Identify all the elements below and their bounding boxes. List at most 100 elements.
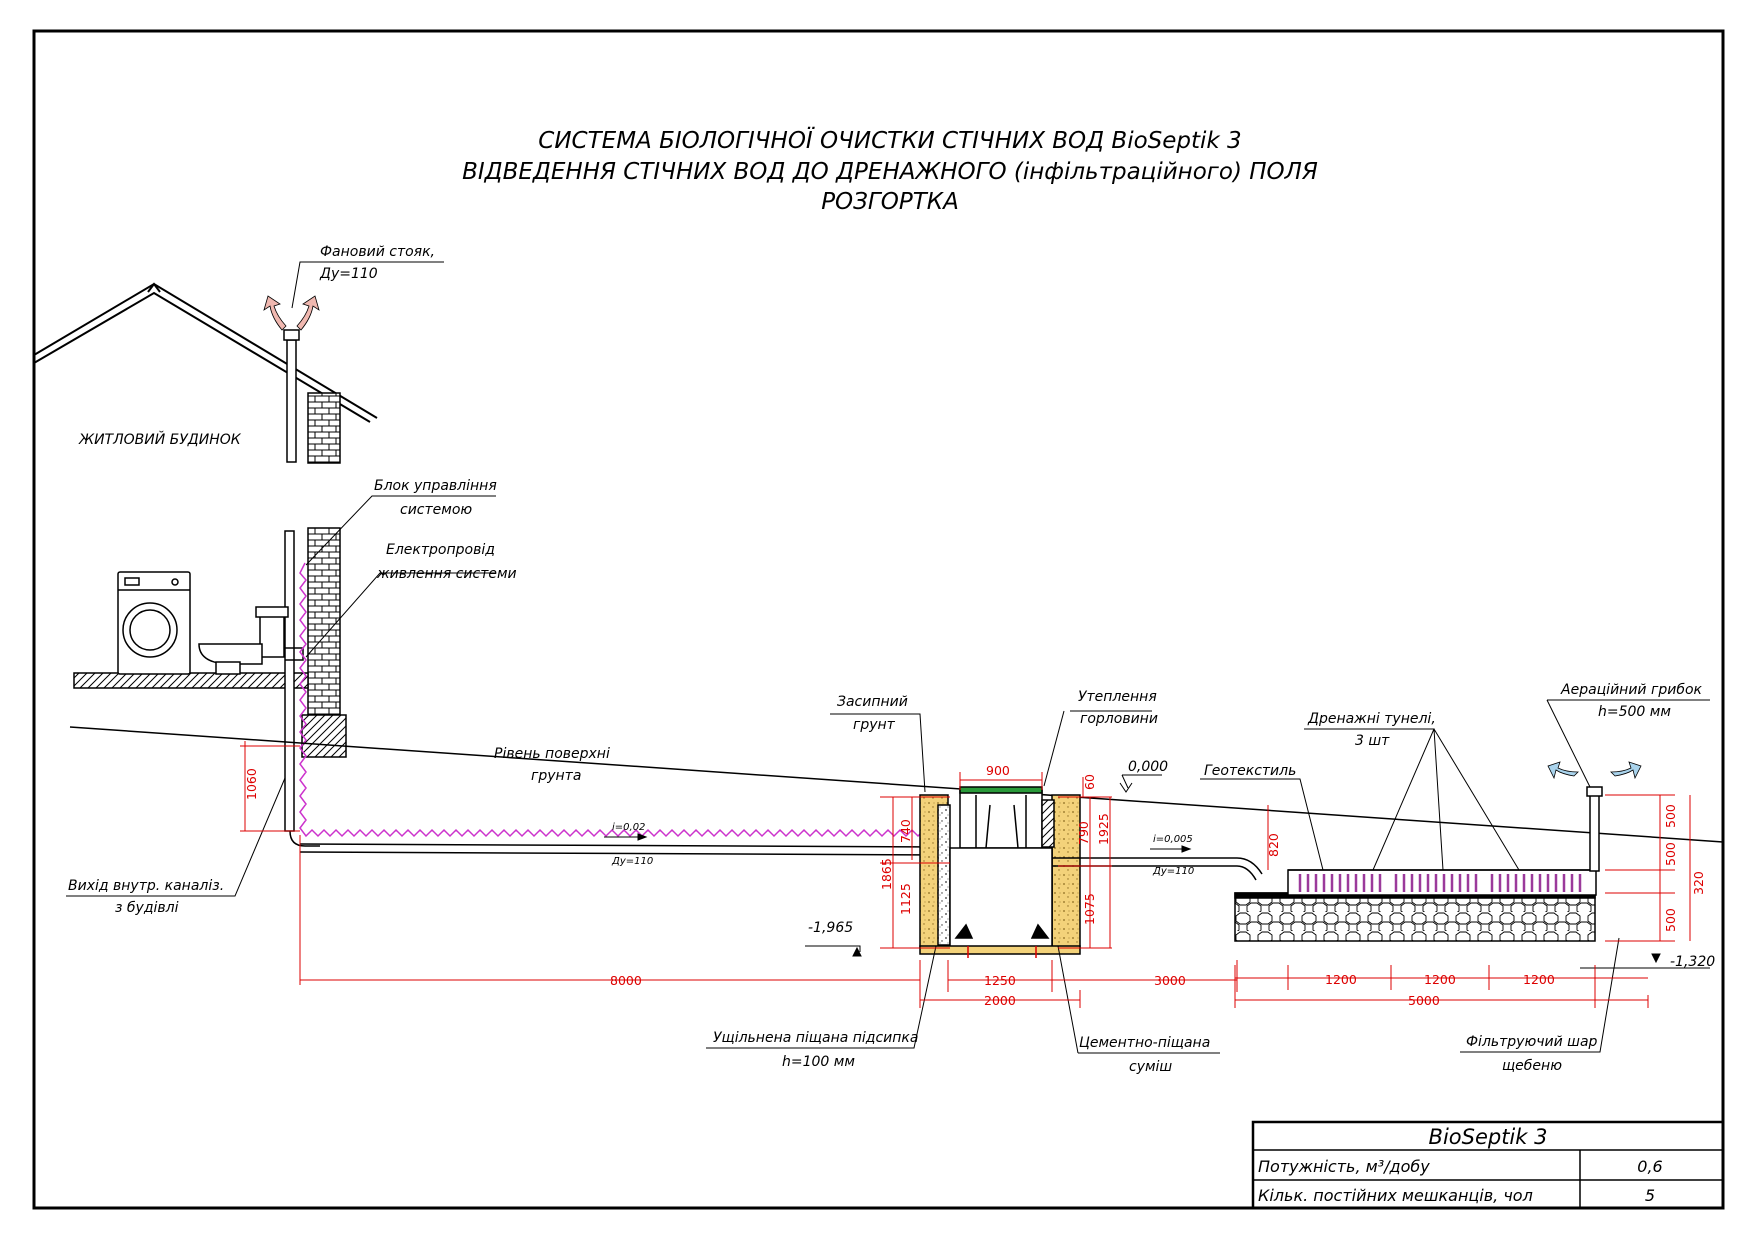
riser-label-2: Ду=110: [319, 266, 378, 282]
dim-1200-c: 1200: [1523, 972, 1555, 987]
dim-500-a: 500: [1663, 804, 1678, 828]
dimension-lines: [240, 741, 1691, 1008]
slope-label-2: i=0,005: [1153, 834, 1193, 845]
cement-label-1: Цементно-піщана: [1079, 1035, 1210, 1051]
dim-500-c: 500: [1663, 908, 1678, 932]
drainage-field: [1234, 786, 1603, 942]
backfill-right: [1051, 794, 1081, 949]
ground-label-1: Рівень поверхні: [494, 746, 610, 762]
tunnels: [1287, 869, 1597, 896]
cement-left: [937, 804, 951, 946]
table-row-capacity-value: 0,6: [1637, 1157, 1662, 1176]
title-line-1: СИСТЕМА БІОЛОГІЧНОЇ ОЧИСТКИ СТІЧНИХ ВОД …: [538, 126, 1241, 154]
dim-3000: 3000: [1154, 973, 1186, 988]
wall-lower: [307, 527, 341, 717]
washing-machine-icon: [117, 571, 191, 675]
tank-level-label: -1,965: [808, 920, 853, 936]
aerator-label-1: Аераційний грибок: [1560, 682, 1703, 698]
leader-lines: [66, 261, 1710, 1054]
insulation-label-1: Утеплення: [1078, 689, 1157, 705]
backfill-label-1: Засипний: [837, 694, 908, 710]
riser-label-1: Фановий стояк,: [320, 244, 435, 260]
control-label-1: Блок управління: [374, 478, 497, 494]
geotextile-label: Геотекстиль: [1204, 763, 1296, 779]
slope-arrows: [604, 833, 1661, 964]
dim-1925: 1925: [1096, 813, 1111, 845]
sand-label-2: h=100 мм: [782, 1054, 855, 1070]
dim-1200-b: 1200: [1424, 972, 1456, 987]
dim-1250: 1250: [984, 973, 1016, 988]
dimension-values: 8000 1060 900 60 740 1865 1125 790 1925 …: [244, 763, 1706, 1008]
aerator-pipe: [1589, 794, 1600, 872]
insulation-label-2: горловини: [1080, 711, 1158, 727]
riser-pipe: [286, 339, 297, 463]
pipe-label-1: Ду=110: [611, 856, 653, 867]
vent-arrows-icon: [263, 295, 320, 331]
gravel-layer: [1234, 892, 1596, 942]
backfill-label-2: грунт: [853, 717, 896, 733]
cable-label-1: Електропровід: [386, 542, 495, 558]
zero-level-label: 0,000: [1128, 759, 1168, 775]
house: [33, 282, 378, 847]
floor-slab: [73, 672, 309, 689]
dim-820: 820: [1266, 833, 1281, 857]
field-level-label: -1,320: [1670, 954, 1715, 970]
tunnels-label-2: 3 шт: [1355, 733, 1390, 749]
aerator-label-2: h=500 мм: [1598, 704, 1671, 720]
house-label: ЖИТЛОВИЙ БУДИНОК: [78, 430, 242, 448]
cement-label-2: суміш: [1129, 1059, 1172, 1075]
outlet-label-2: з будівлі: [115, 900, 179, 916]
vent-cap: [283, 329, 300, 341]
power-cable: [299, 562, 949, 838]
outlet-label-1: Вихід внутр. каналіз.: [68, 878, 224, 894]
dim-1075: 1075: [1082, 893, 1097, 925]
neck-insulation: [1041, 799, 1055, 848]
dim-1125: 1125: [898, 883, 913, 915]
tee-fitting: [285, 647, 304, 661]
annotation-labels: Фановий стояк, Ду=110 Блок управління си…: [68, 244, 1715, 1075]
drawing-frame: [32, 29, 1725, 1210]
green-lid: [959, 786, 1043, 794]
dim-8000: 8000: [610, 973, 642, 988]
dim-320: 320: [1691, 871, 1706, 895]
dim-900: 900: [986, 763, 1010, 778]
dim-2000: 2000: [984, 993, 1016, 1008]
ground-label-2: грунта: [531, 768, 581, 784]
table-row-residents-label: Кільк. постійних мешканців, чол: [1258, 1186, 1533, 1205]
dim-500-b: 500: [1663, 842, 1678, 866]
air-arrows-icon: [1547, 761, 1642, 780]
sand-base: [919, 945, 1081, 955]
aerator-cap: [1586, 786, 1603, 797]
dim-1060: 1060: [244, 768, 259, 800]
dim-790: 790: [1076, 821, 1091, 845]
dim-5000: 5000: [1408, 993, 1440, 1008]
title-line-2: ВІДВЕДЕННЯ СТІЧНИХ ВОД ДО ДРЕНАЖНОГО (ін…: [462, 159, 1318, 185]
gravel-label-1: Фільтруючий шар: [1466, 1034, 1598, 1050]
table-system-name: BioSeptik 3: [1429, 1125, 1548, 1149]
septic-tank: [919, 786, 1081, 958]
tank-neck: [959, 789, 1043, 849]
table-row-residents-value: 5: [1645, 1186, 1655, 1205]
cable-label-2: живлення системи: [376, 566, 517, 582]
control-label-2: системою: [400, 502, 472, 518]
roof-inner: [33, 291, 371, 423]
title-block: СИСТЕМА БІОЛОГІЧНОЇ ОЧИСТКИ СТІЧНИХ ВОД …: [462, 126, 1318, 215]
title-line-3: РОЗГОРТКА: [821, 189, 959, 215]
dim-740: 740: [898, 819, 913, 843]
spec-table: [1251, 1120, 1725, 1210]
riser-indoor: [284, 530, 295, 832]
toilet-icon: [198, 606, 289, 675]
pipe-label-2: Ду=110: [1152, 866, 1194, 877]
foundation: [301, 714, 347, 758]
sand-label-1: Ущільнена піщана підсипка: [713, 1030, 918, 1046]
gravel-label-2: щебеню: [1502, 1058, 1562, 1074]
dim-60: 60: [1082, 774, 1097, 790]
chimney: [307, 392, 341, 464]
table-row-capacity-label: Потужність, м³/добу: [1258, 1157, 1430, 1176]
ground-surface-line: [69, 726, 1724, 843]
inlet-pipe: [299, 843, 947, 856]
slope-label-1: i=0,02: [612, 822, 645, 833]
dim-1865: 1865: [879, 858, 894, 890]
tunnels-label-1: Дренажні тунелі,: [1307, 711, 1436, 727]
